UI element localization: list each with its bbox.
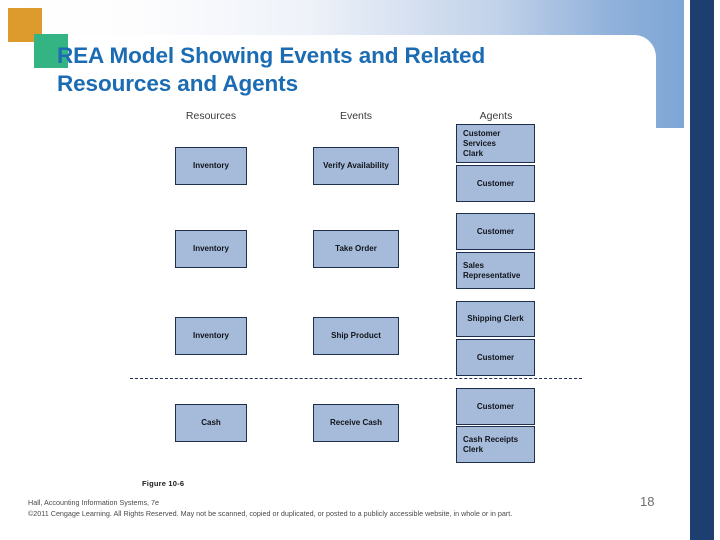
green-square-decoration xyxy=(34,34,68,68)
column-header-events: Events xyxy=(339,110,373,122)
node-label: Customer xyxy=(476,226,515,236)
node-resource-2[interactable]: Inventory xyxy=(175,230,247,268)
node-label: Inventory xyxy=(192,161,229,170)
page-number: 18 xyxy=(640,494,655,509)
node-label: Inventory xyxy=(192,244,229,253)
figure-caption: Figure 10-6 xyxy=(142,479,185,488)
node-label-line1: Sales xyxy=(463,260,484,270)
column-header-agents: Agents xyxy=(479,110,513,122)
node-event-1[interactable]: Verify Availability xyxy=(313,147,399,185)
node-label: Receive Cash xyxy=(329,418,383,427)
node-resource-3[interactable]: Inventory xyxy=(175,317,247,355)
node-agent-5[interactable]: Shipping Clerk xyxy=(456,301,535,337)
column-header-resources: Resources xyxy=(185,110,237,122)
right-rail-edge xyxy=(714,0,720,540)
node-label-line2: Representative xyxy=(463,270,521,280)
node-event-2[interactable]: Take Order xyxy=(313,230,399,268)
node-agent-1[interactable]: Customer Services Clark xyxy=(456,124,535,163)
node-event-4[interactable]: Receive Cash xyxy=(313,404,399,442)
node-resource-1[interactable]: Inventory xyxy=(175,147,247,185)
node-agent-4[interactable]: Sales Representative xyxy=(456,252,535,289)
cycle-divider-dashed-line xyxy=(130,378,582,379)
node-agent-6[interactable]: Customer xyxy=(456,339,535,376)
slide-content-plate xyxy=(0,35,656,540)
node-label: Shipping Clerk xyxy=(467,314,524,323)
node-event-3[interactable]: Ship Product xyxy=(313,317,399,355)
node-agent-8[interactable]: Cash Receipts Clerk xyxy=(456,426,535,463)
right-navy-rail xyxy=(690,0,714,540)
node-label: Inventory xyxy=(192,331,229,340)
node-label-line2: Clark xyxy=(463,148,484,158)
node-label: Ship Product xyxy=(331,331,381,340)
node-label: Cash xyxy=(201,418,221,427)
credit-line-1: Hall, Accounting Information Systems, 7e xyxy=(28,498,160,507)
node-label: Customer xyxy=(476,352,515,362)
node-label: Customer xyxy=(476,401,515,411)
node-agent-7[interactable]: Customer xyxy=(456,388,535,425)
node-label-line2: Clerk xyxy=(463,444,484,454)
node-agent-3[interactable]: Customer xyxy=(456,213,535,250)
node-label-line1: Cash Receipts xyxy=(463,434,519,444)
node-resource-4[interactable]: Cash xyxy=(175,404,247,442)
node-agent-2[interactable]: Customer xyxy=(456,165,535,202)
node-label: Verify Availability xyxy=(323,161,389,170)
page-title: REA Model Showing Events and Related Res… xyxy=(57,43,486,96)
node-label: Customer xyxy=(476,178,515,188)
node-label: Take Order xyxy=(335,244,377,253)
node-label-line1: Customer Services xyxy=(463,128,501,148)
credit-line-2: ©2011 Cengage Learning. All Rights Reser… xyxy=(28,509,513,518)
copyright-credit: Hall, Accounting Information Systems, 7e… xyxy=(28,497,648,519)
